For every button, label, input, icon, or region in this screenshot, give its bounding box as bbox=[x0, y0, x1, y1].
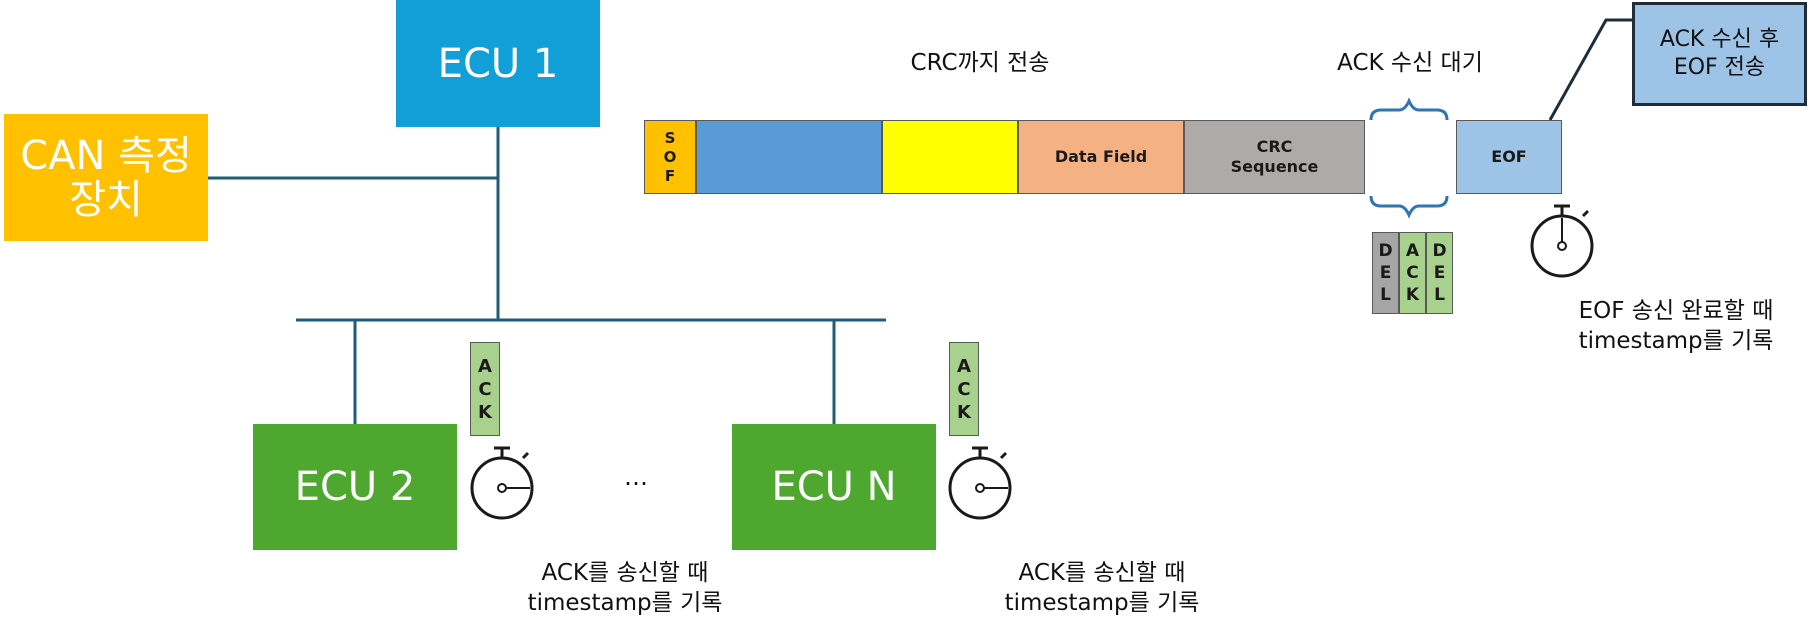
can-device-box: CAN 측정 장치 bbox=[4, 114, 208, 241]
ack-slot-del2: D E L bbox=[1426, 232, 1453, 314]
ack-slot-ack-text: A C K bbox=[1405, 241, 1420, 305]
frame-crc-sequence: CRC Sequence bbox=[1184, 120, 1365, 194]
ack-done-box: ACK 수신 후 EOF 전송 bbox=[1632, 2, 1807, 106]
ack-slot-del2-text: D E L bbox=[1432, 241, 1447, 305]
ecuN-label: ECU N bbox=[771, 464, 897, 510]
frame-data-field-label: Data Field bbox=[1054, 147, 1148, 166]
ack-slot-del1-text: D E L bbox=[1378, 241, 1393, 305]
ecu2-box: ECU 2 bbox=[253, 424, 457, 550]
caption-ack-record-ecuN: ACK를 송신할 때 timestamp를 기록 bbox=[1004, 560, 1200, 616]
ecu1-label: ECU 1 bbox=[437, 40, 559, 87]
caption-crc-send: CRC까지 전송 bbox=[910, 50, 1050, 76]
stopwatch-icon bbox=[470, 446, 534, 520]
ecuN-box: ECU N bbox=[732, 424, 936, 550]
ack-tag-ecu2: A C K bbox=[470, 342, 500, 436]
frame-field-yellow bbox=[882, 120, 1018, 194]
ack-tag-ecu2-text: A C K bbox=[478, 355, 492, 423]
frame-eof: EOF bbox=[1456, 120, 1562, 194]
frame-field-blue bbox=[696, 120, 882, 194]
frame-sof: S O F bbox=[644, 120, 696, 194]
caption-ack-wait: ACK 수신 대기 bbox=[1337, 50, 1483, 76]
stopwatch-icon bbox=[948, 446, 1012, 520]
ecu2-label: ECU 2 bbox=[294, 464, 416, 510]
frame-crc-sequence-label: CRC Sequence bbox=[1230, 137, 1319, 176]
frame-sof-text: S O F bbox=[663, 128, 677, 185]
ellipsis: … bbox=[624, 463, 648, 491]
frame-data-field: Data Field bbox=[1018, 120, 1184, 194]
ack-slot-ack: A C K bbox=[1399, 232, 1426, 314]
can-device-label: CAN 측정 장치 bbox=[20, 132, 192, 223]
ecu1-box: ECU 1 bbox=[396, 0, 600, 127]
frame-eof-label: EOF bbox=[1491, 147, 1527, 166]
ack-done-label: ACK 수신 후 EOF 전송 bbox=[1659, 27, 1780, 80]
brace-bottom bbox=[1369, 195, 1449, 219]
ack-slot-del1: D E L bbox=[1372, 232, 1399, 314]
stopwatch-icon bbox=[1530, 204, 1594, 278]
ack-tag-ecuN: A C K bbox=[949, 342, 979, 436]
ack-tag-ecuN-text: A C K bbox=[957, 355, 971, 423]
caption-eof-record: EOF 송신 완료할 때 timestamp를 기록 bbox=[1578, 298, 1774, 354]
caption-ack-record-ecu2: ACK를 송신할 때 timestamp를 기록 bbox=[527, 560, 723, 616]
brace-top bbox=[1369, 97, 1449, 121]
